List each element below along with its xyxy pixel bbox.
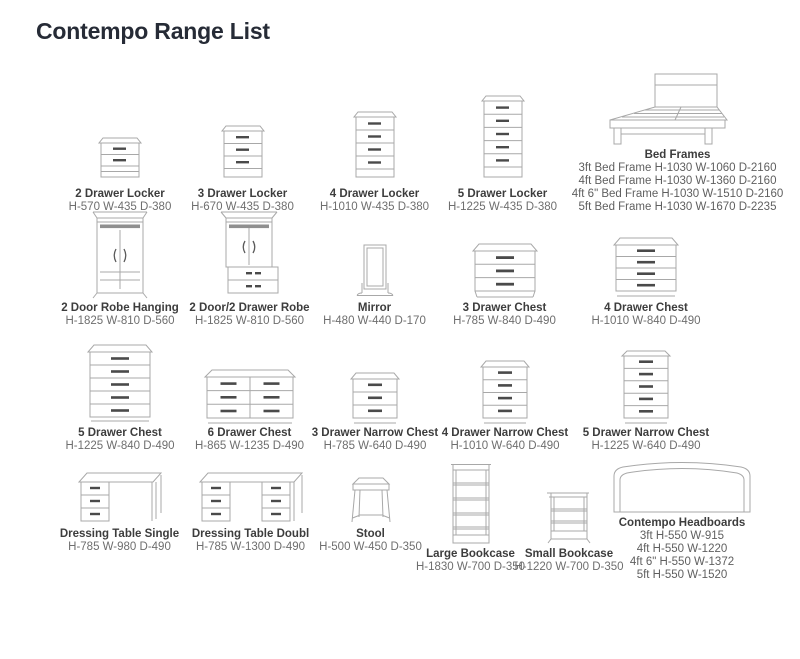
2-door-2-drawer-robe-drawing — [220, 211, 278, 294]
item-dims: H-1225 W-640 D-490 — [591, 440, 701, 452]
item-name: 5 Drawer Locker — [457, 188, 548, 200]
item-dims: H-785 W-980 D-490 — [68, 541, 171, 553]
6-drawer-chest-drawing — [203, 369, 296, 424]
item-stool: Stool H-500 W-450 D-350 — [308, 475, 433, 554]
item-name: 3 Drawer Chest — [462, 302, 547, 314]
item-5-drawer-narrow-chest: 5 Drawer Narrow Chest H-1225 W-640 D-490 — [582, 348, 710, 453]
item-2-door-2-drawer-robe: 2 Door/2 Drawer Robe H-1825 W-810 D-560 — [182, 209, 317, 328]
5-drawer-chest-drawing — [86, 344, 154, 422]
3-drawer-narrow-chest-drawing — [349, 372, 401, 424]
item-name: 4 Drawer Chest — [604, 302, 688, 314]
item-name: 5 Drawer Chest — [78, 427, 162, 439]
item-dims: H-1225 W-435 D-380 — [447, 201, 558, 213]
spec-line: 4ft Bed Frame H-1030 W-1360 D-2160 — [578, 175, 777, 187]
item-5-drawer-locker: 5 Drawer Locker H-1225 W-435 D-380 — [440, 93, 565, 214]
item-dims: H-500 W-450 D-350 — [319, 541, 422, 553]
item-name: 2 Drawer Locker — [75, 188, 165, 200]
spec-line: 4ft H-550 W-1220 — [636, 543, 728, 555]
2-door-robe-hanging-drawing — [92, 211, 148, 299]
item-name: 2 Door/2 Drawer Robe — [189, 302, 310, 314]
item-name: 6 Drawer Chest — [207, 427, 292, 439]
item-contempo-headboards: Contempo Headboards 3ft H-550 W-915 4ft … — [582, 456, 782, 582]
4-drawer-chest-drawing — [612, 237, 680, 297]
item-dims: H-785 W-640 D-490 — [323, 440, 427, 452]
bed-frame-specs: 3ft Bed Frame H-1030 W-1060 D-2160 4ft B… — [572, 162, 784, 214]
item-name: 5 Drawer Narrow Chest — [582, 427, 710, 439]
item-dressing-table-double: Dressing Table Doubl H-785 W-1300 D-490 — [183, 469, 318, 554]
2-drawer-locker-drawing — [97, 137, 143, 178]
small-bookcase-drawing — [547, 492, 591, 544]
item-name: Dressing Table Single — [59, 528, 180, 540]
item-dims: H-1825 W-810 D-560 — [65, 315, 175, 327]
item-dims: H-1010 W-840 D-490 — [591, 315, 701, 327]
4-drawer-locker-drawing — [352, 111, 397, 178]
spec-line: 5ft Bed Frame H-1030 W-1670 D-2235 — [578, 201, 777, 213]
item-dims: H-1225 W-840 D-490 — [65, 440, 175, 452]
item-3-drawer-locker: 3 Drawer Locker H-670 W-435 D-380 — [180, 123, 305, 214]
item-dims: H-1010 W-640 D-490 — [450, 440, 560, 452]
page-title: Contempo Range List — [36, 18, 270, 44]
item-6-drawer-chest: 6 Drawer Chest H-865 W-1235 D-490 — [182, 366, 317, 453]
item-name: Large Bookcase — [426, 548, 515, 560]
3-drawer-chest-drawing — [471, 243, 538, 298]
item-large-bookcase: Large Bookcase H-1830 W-700 D-350 — [408, 461, 533, 574]
headboard-specs: 3ft H-550 W-915 4ft H-550 W-1220 4ft 6" … — [630, 530, 734, 582]
5-drawer-locker-drawing — [480, 95, 525, 178]
spec-line: 5ft H-550 W-1520 — [636, 569, 728, 581]
stool-drawing — [351, 477, 390, 523]
item-bed-frames: Bed Frames 3ft Bed Frame H-1030 W-1060 D… — [560, 72, 795, 214]
item-small-bookcase: Small Bookcase H-1220 W-700 D-350 — [505, 487, 633, 574]
item-name: Mirror — [357, 302, 392, 314]
item-name: Bed Frames — [644, 149, 711, 161]
item-3-drawer-narrow-chest: 3 Drawer Narrow Chest H-785 W-640 D-490 — [310, 370, 440, 453]
dressing-table-single-drawing — [77, 472, 162, 522]
item-dims: H-785 W-1300 D-490 — [195, 541, 306, 553]
item-name: 3 Drawer Narrow Chest — [311, 427, 439, 439]
item-name: 4 Drawer Narrow Chest — [441, 427, 569, 439]
item-2-door-robe-hanging: 2 Door Robe Hanging H-1825 W-810 D-560 — [60, 209, 180, 328]
item-dims: H-1010 W-435 D-380 — [319, 201, 430, 213]
item-4-drawer-locker: 4 Drawer Locker H-1010 W-435 D-380 — [312, 109, 437, 214]
item-4-drawer-narrow-chest: 4 Drawer Narrow Chest H-1010 W-640 D-490 — [440, 358, 570, 453]
item-2-drawer-locker: 2 Drawer Locker H-570 W-435 D-380 — [60, 135, 180, 214]
spec-line: 3ft H-550 W-915 — [639, 530, 725, 542]
item-dims: H-865 W-1235 D-490 — [194, 440, 305, 452]
bed-frame-drawing — [609, 73, 729, 145]
item-dims: H-1825 W-810 D-560 — [194, 315, 305, 327]
item-name: Small Bookcase — [524, 548, 614, 560]
range-row-1: 2 Drawer Locker H-570 W-435 D-380 3 Draw… — [0, 73, 800, 214]
item-dims: H-670 W-435 D-380 — [191, 201, 294, 213]
item-3-drawer-chest: 3 Drawer Chest H-785 W-840 D-490 — [442, 241, 567, 328]
spec-line: 3ft Bed Frame H-1030 W-1060 D-2160 — [578, 162, 777, 174]
item-dressing-table-single: Dressing Table Single H-785 W-980 D-490 — [52, 469, 187, 554]
spec-line: 4ft 6" H-550 W-1372 — [629, 556, 735, 568]
item-name: 2 Door Robe Hanging — [61, 302, 179, 314]
item-name: 3 Drawer Locker — [197, 188, 288, 200]
item-name: Contempo Headboards — [618, 517, 746, 529]
mirror-drawing — [356, 244, 393, 296]
range-row-4: Dressing Table Single H-785 W-980 D-490 … — [0, 462, 800, 582]
dressing-table-double-drawing — [198, 472, 303, 522]
range-row-2: 2 Door Robe Hanging H-1825 W-810 D-560 2… — [0, 211, 800, 328]
item-dims: H-1830 W-700 D-350 — [415, 561, 526, 573]
item-dims: H-570 W-435 D-380 — [68, 201, 172, 213]
item-name: Stool — [356, 528, 385, 540]
item-5-drawer-chest: 5 Drawer Chest H-1225 W-840 D-490 — [60, 342, 180, 453]
item-name: Dressing Table Doubl — [191, 528, 310, 540]
large-bookcase-drawing — [450, 464, 491, 544]
item-dims: H-1220 W-700 D-350 — [514, 561, 624, 573]
item-dims: H-785 W-840 D-490 — [453, 315, 556, 327]
5-drawer-narrow-chest-drawing — [620, 350, 672, 424]
4-drawer-narrow-chest-drawing — [479, 360, 531, 424]
range-row-3: 5 Drawer Chest H-1225 W-840 D-490 6 Draw… — [0, 340, 800, 453]
item-name: 4 Drawer Locker — [329, 188, 420, 200]
3-drawer-locker-drawing — [220, 125, 265, 178]
item-dims: H-480 W-440 D-170 — [323, 315, 426, 327]
spec-line: 4ft 6" Bed Frame H-1030 W-1510 D-2160 — [571, 188, 784, 200]
item-4-drawer-chest: 4 Drawer Chest H-1010 W-840 D-490 — [582, 235, 710, 328]
item-mirror: Mirror H-480 W-440 D-170 — [312, 241, 437, 328]
headboard-drawing — [613, 462, 751, 513]
